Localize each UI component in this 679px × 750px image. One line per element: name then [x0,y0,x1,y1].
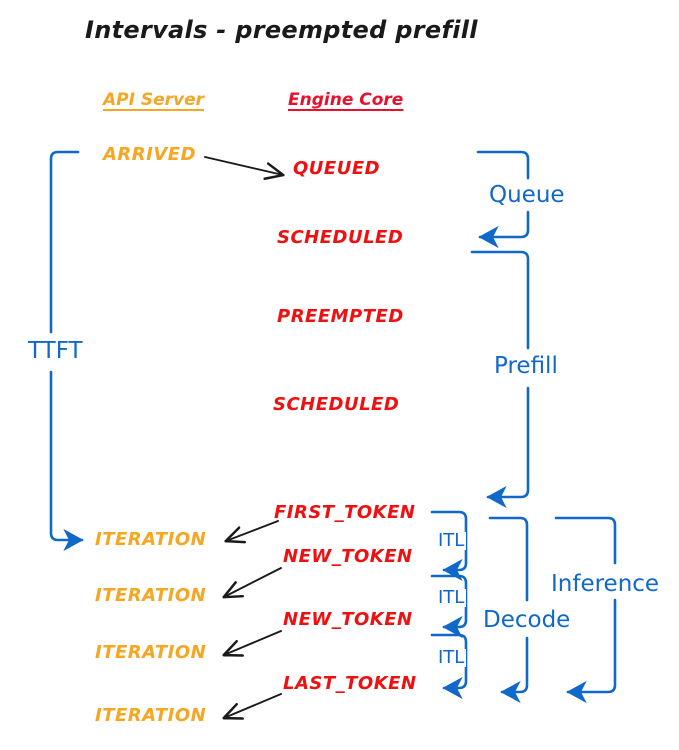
page-title: Intervals - preempted prefill [85,16,478,44]
interval-label-inference: Inference [549,571,662,597]
interval-label-queue: Queue [487,182,567,208]
queue-bracket-upper [476,150,530,180]
api-event-iteration-1: ITERATION [95,529,207,550]
engine-event-queued: QUEUED [293,158,381,179]
engine-event-preempted: PREEMPTED [277,306,404,327]
api-event-arrived: ARRIVED [103,144,197,165]
decode-bracket-lower [500,636,529,704]
engine-event-new-token-1: NEW_TOKEN [283,546,413,567]
prefill-bracket-upper [470,250,530,350]
arrow-first-token-to-iteration [226,520,279,541]
interval-label-itl-1: ITL [436,530,467,551]
api-event-iteration-2: ITERATION [95,585,207,606]
arrow-new-token-to-iteration-2 [224,630,282,655]
interval-label-itl-3: ITL [436,647,467,668]
engine-event-scheduled-1: SCHEDULED [277,227,404,248]
api-event-iteration-4: ITERATION [95,705,207,726]
engine-event-last-token: LAST_TOKEN [283,673,417,694]
engine-event-scheduled-2: SCHEDULED [273,394,400,415]
engine-event-new-token-2: NEW_TOKEN [283,609,413,630]
ttft-bracket-upper [49,150,80,334]
inference-bracket-upper [554,516,617,565]
engine-event-first-token: FIRST_TOKEN [274,502,416,523]
arrow-last-token-to-iteration [224,693,282,718]
interval-label-ttft: TTFT [26,338,85,364]
interval-label-prefill: Prefill [492,353,560,379]
interval-label-decode: Decode [481,607,573,633]
column-header-api-server: API Server [103,90,205,110]
queue-bracket-lower [478,210,530,249]
arrow-new-token-to-iteration-1 [224,567,282,597]
ttft-bracket-lower [49,370,84,552]
column-header-engine-core: Engine Core [288,90,404,110]
decode-bracket-upper [488,516,529,602]
interval-label-itl-2: ITL [436,587,467,608]
arrow-arrived-to-queued [204,156,283,175]
api-event-iteration-3: ITERATION [95,642,207,663]
prefill-bracket-lower [486,386,530,509]
inference-bracket-lower [566,598,617,704]
